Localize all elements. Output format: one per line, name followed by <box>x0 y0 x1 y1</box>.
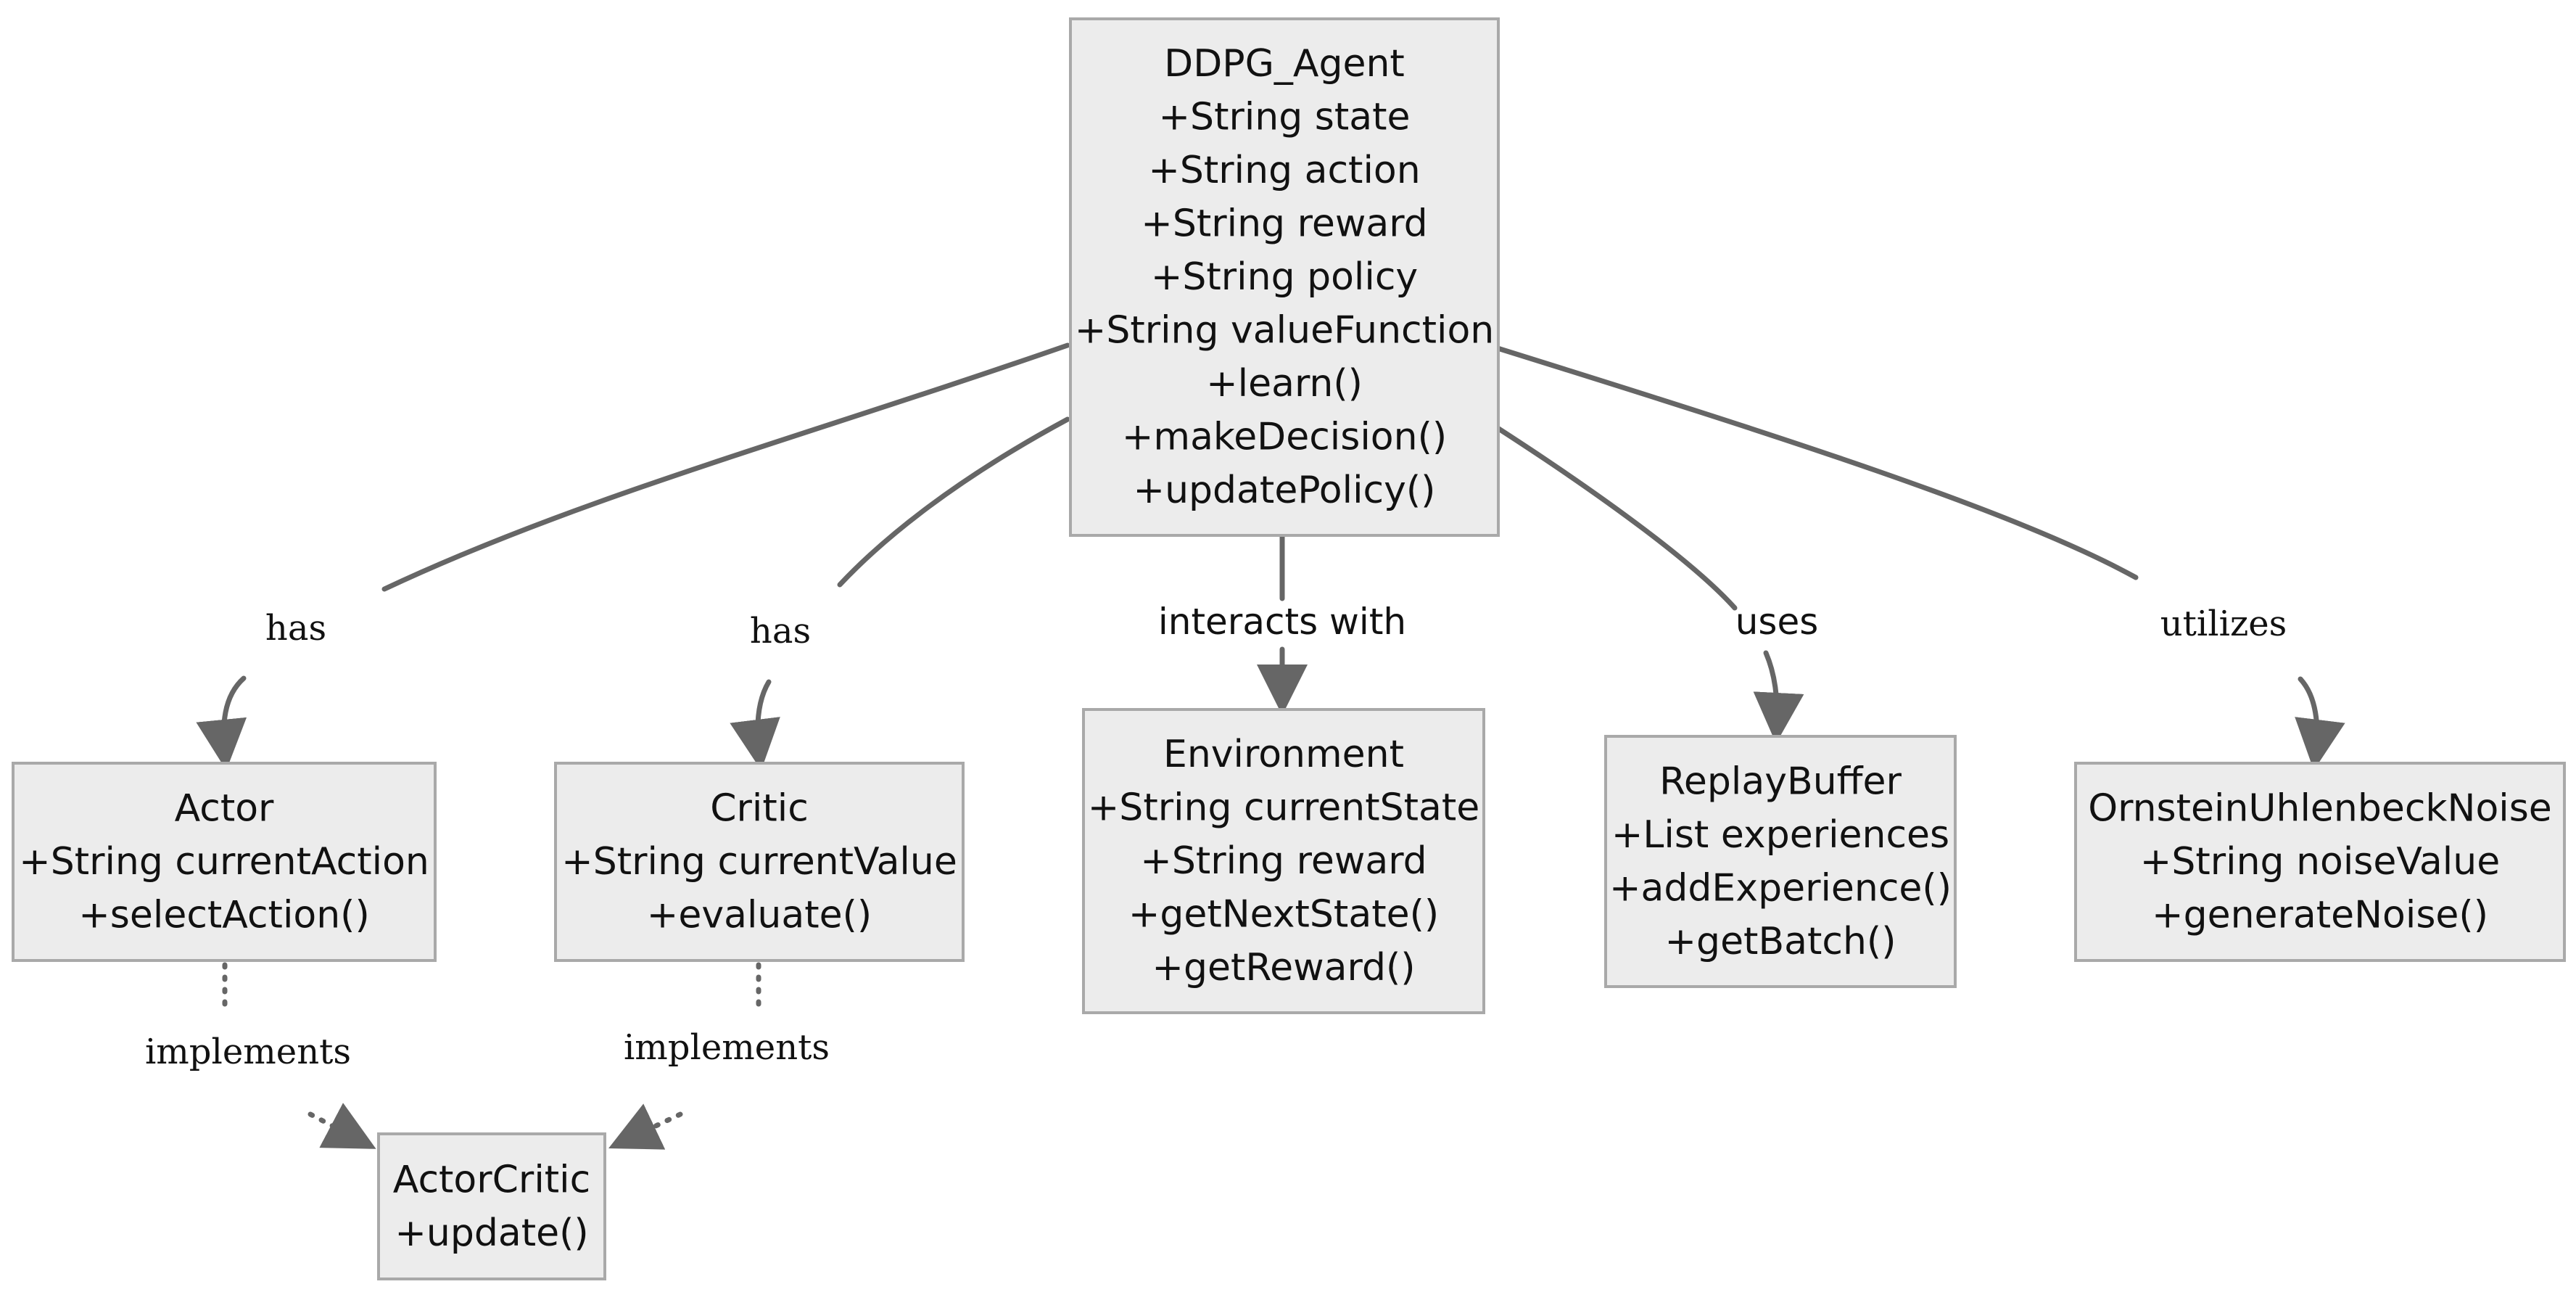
edge-dotted-arrow-line <box>307 1103 376 1149</box>
edge-label-uses: uses <box>1735 601 1819 643</box>
edge-label-interacts-with: interacts with <box>1158 601 1406 643</box>
edge-line <box>381 342 1070 592</box>
class-box-frame <box>1604 735 1957 988</box>
class-box-critic: Critic +String currentValue +evaluate() <box>554 762 965 962</box>
class-attribute: +String reward <box>1140 839 1427 883</box>
class-attribute: +String currentState <box>1088 786 1480 830</box>
class-box-frame <box>1069 17 1500 537</box>
class-name: ActorCritic <box>393 1158 590 1201</box>
class-attribute: +String currentValue <box>561 840 957 884</box>
class-method: +getReward() <box>1152 946 1415 990</box>
edge-agent-environment: interacts with <box>1158 534 1406 715</box>
class-box-actor: Actor +String currentAction +selectAction(… <box>12 762 437 962</box>
edge-arrow-line <box>2295 676 2345 770</box>
class-box-frame <box>1082 708 1485 1014</box>
edge-line <box>1495 345 2139 580</box>
class-method: +learn() <box>1206 362 1363 406</box>
edge-line <box>837 416 1070 588</box>
edges-layer: has has interacts with uses utilizes <box>145 342 2345 1150</box>
class-name: Actor <box>175 787 274 831</box>
class-attribute: +List experiences <box>1611 813 1949 857</box>
edge-label-implements: implements <box>145 1032 351 1072</box>
edge-dotted-arrow-line <box>608 1103 683 1150</box>
class-attribute: +String valueFunction <box>1075 309 1495 353</box>
class-box-frame <box>2074 762 2566 962</box>
class-method: +addExperience() <box>1609 866 1952 910</box>
class-name: Critic <box>710 787 809 831</box>
edge-line <box>1495 425 1738 611</box>
class-method: +updatePolicy() <box>1134 469 1436 512</box>
class-method: +evaluate() <box>647 894 872 937</box>
class-attribute: +String noiseValue <box>2140 840 2500 884</box>
class-method: +getNextState() <box>1128 893 1439 937</box>
class-attribute: +String currentAction <box>19 840 429 884</box>
class-box-frame <box>554 762 965 962</box>
class-attribute: +String policy <box>1151 255 1418 299</box>
class-method: +update() <box>395 1211 588 1255</box>
class-box-frame <box>12 762 437 962</box>
classes-layer: DDPG_Agent +String state +String action +St… <box>12 17 2566 1280</box>
class-box-ddpg-agent: DDPG_Agent +String state +String action +St… <box>1069 17 1500 537</box>
edge-label-has: has <box>750 611 811 651</box>
edge-arrow-line <box>196 675 247 770</box>
class-name: ReplayBuffer <box>1659 760 1902 803</box>
edge-agent-actor: has <box>196 342 1070 770</box>
edge-arrow-line <box>1753 650 1804 744</box>
edge-arrow-line <box>730 679 780 770</box>
class-attribute: +String reward <box>1141 202 1427 246</box>
class-attribute: +String state <box>1158 96 1410 139</box>
class-box-actor-critic: ActorCritic +update() <box>377 1132 606 1280</box>
edge-label-utilizes: utilizes <box>2160 604 2287 644</box>
class-attribute: +String action <box>1148 149 1420 192</box>
edge-agent-noise: utilizes <box>1495 345 2345 770</box>
class-box-environment: Environment +String currentState +String r… <box>1082 708 1485 1014</box>
class-method: +makeDecision() <box>1122 416 1447 459</box>
class-box-frame <box>377 1132 606 1280</box>
edge-agent-replaybuffer: uses <box>1495 425 1819 744</box>
class-name: Environment <box>1163 733 1404 776</box>
edge-label-has: has <box>265 608 326 649</box>
edge-agent-critic: has <box>730 416 1070 770</box>
class-name: OrnsteinUhlenbeckNoise <box>2088 787 2552 831</box>
class-method: +selectAction() <box>78 894 370 937</box>
edge-label-implements: implements <box>624 1027 830 1068</box>
class-box-replay-buffer: ReplayBuffer +List experiences +addExperie… <box>1604 735 1957 988</box>
class-name: DDPG_Agent <box>1164 42 1405 86</box>
edge-actor-actorcritic: implements <box>145 962 376 1149</box>
class-method: +generateNoise() <box>2152 894 2488 937</box>
edge-critic-actorcritic: implements <box>608 962 830 1150</box>
class-box-ou-noise: OrnsteinUhlenbeckNoise +String noiseValue… <box>2074 762 2566 962</box>
class-method: +getBatch() <box>1664 920 1896 963</box>
